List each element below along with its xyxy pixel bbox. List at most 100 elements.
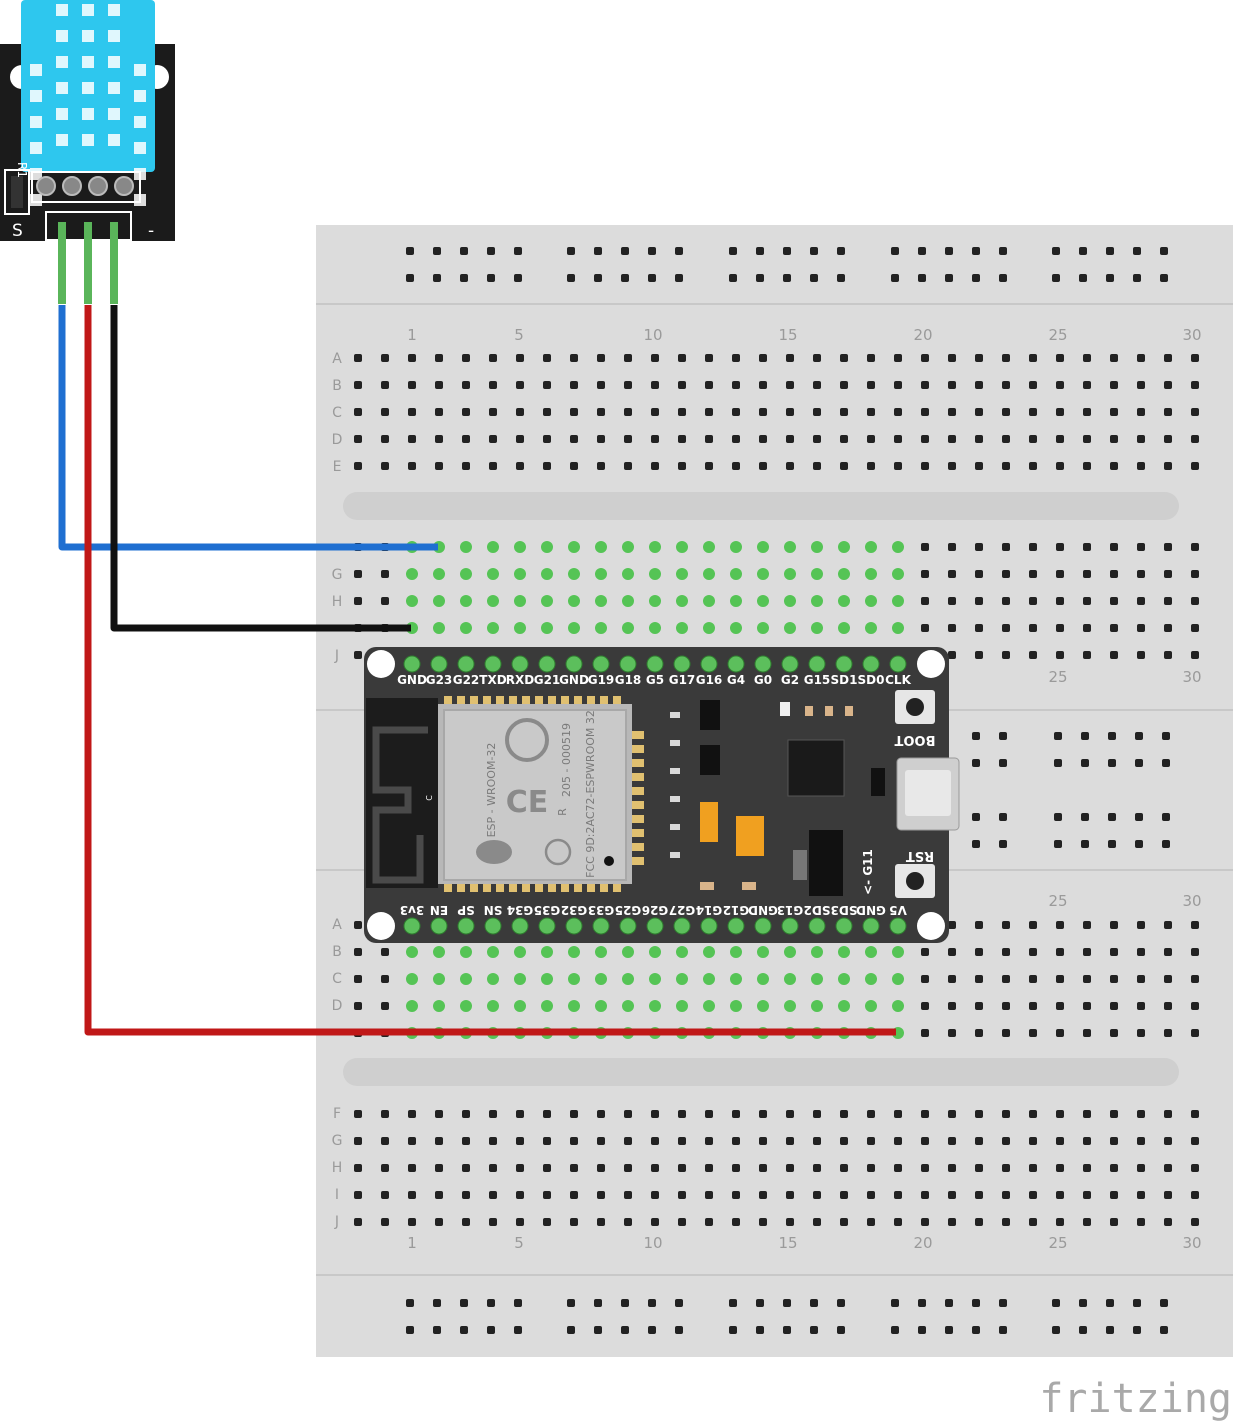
breadboard-hole[interactable] — [705, 435, 713, 443]
rail-hole[interactable] — [648, 1326, 656, 1334]
breadboard-hole[interactable] — [543, 354, 551, 362]
breadboard-hole[interactable] — [786, 408, 794, 416]
rail-hole[interactable] — [972, 247, 980, 255]
breadboard-hole[interactable] — [1002, 435, 1010, 443]
breadboard-hole[interactable] — [1108, 759, 1116, 767]
header-pin[interactable] — [754, 917, 772, 935]
breadboard-hole[interactable] — [435, 408, 443, 416]
breadboard-hole[interactable] — [1056, 651, 1064, 659]
breadboard-hole[interactable] — [867, 462, 875, 470]
breadboard-hole[interactable] — [921, 570, 929, 578]
breadboard-hole[interactable] — [516, 462, 524, 470]
breadboard-hole[interactable] — [1164, 1218, 1172, 1226]
rail-hole[interactable] — [810, 1299, 818, 1307]
breadboard-hole[interactable] — [435, 435, 443, 443]
rail-hole[interactable] — [1052, 1299, 1060, 1307]
breadboard-hole[interactable] — [516, 381, 524, 389]
breadboard-hole[interactable] — [1137, 435, 1145, 443]
header-pin[interactable] — [862, 917, 880, 935]
breadboard-hole[interactable] — [894, 462, 902, 470]
rail-hole[interactable] — [972, 1299, 980, 1307]
breadboard-hole[interactable] — [651, 1218, 659, 1226]
breadboard-hole[interactable] — [1110, 354, 1118, 362]
breadboard-hole[interactable] — [570, 1137, 578, 1145]
breadboard-hole[interactable] — [1164, 1110, 1172, 1118]
breadboard-hole[interactable] — [1083, 1218, 1091, 1226]
breadboard-hole[interactable] — [462, 1218, 470, 1226]
breadboard-hole[interactable] — [975, 921, 983, 929]
breadboard-hole[interactable] — [570, 1164, 578, 1172]
breadboard-hole[interactable] — [1056, 948, 1064, 956]
breadboard-hole[interactable] — [1056, 1029, 1064, 1037]
breadboard-hole[interactable] — [1083, 1002, 1091, 1010]
rail-hole[interactable] — [514, 274, 522, 282]
breadboard-hole[interactable] — [921, 435, 929, 443]
breadboard-hole[interactable] — [867, 354, 875, 362]
breadboard-hole[interactable] — [489, 1137, 497, 1145]
breadboard-hole[interactable] — [948, 462, 956, 470]
breadboard-hole[interactable] — [732, 408, 740, 416]
breadboard-hole[interactable] — [1137, 1002, 1145, 1010]
rail-hole[interactable] — [810, 274, 818, 282]
breadboard-hole[interactable] — [732, 381, 740, 389]
breadboard-hole[interactable] — [597, 381, 605, 389]
reset-button-cap[interactable] — [906, 872, 924, 890]
header-pin[interactable] — [835, 655, 853, 673]
rail-hole[interactable] — [487, 1299, 495, 1307]
breadboard-hole[interactable] — [921, 1110, 929, 1118]
breadboard-hole[interactable] — [1137, 921, 1145, 929]
breadboard-hole[interactable] — [1110, 1002, 1118, 1010]
rail-hole[interactable] — [999, 247, 1007, 255]
header-pin[interactable] — [484, 655, 502, 673]
breadboard-hole[interactable] — [1002, 1029, 1010, 1037]
breadboard-hole[interactable] — [840, 1191, 848, 1199]
breadboard-hole[interactable] — [651, 408, 659, 416]
breadboard-hole[interactable] — [786, 1191, 794, 1199]
rail-hole[interactable] — [594, 247, 602, 255]
rail-hole[interactable] — [783, 1326, 791, 1334]
breadboard-hole[interactable] — [1108, 813, 1116, 821]
breadboard-hole[interactable] — [1029, 1029, 1037, 1037]
breadboard-hole[interactable] — [1029, 624, 1037, 632]
breadboard-hole[interactable] — [921, 1218, 929, 1226]
rail-hole[interactable] — [1052, 274, 1060, 282]
breadboard-hole[interactable] — [786, 435, 794, 443]
breadboard-hole[interactable] — [516, 1164, 524, 1172]
header-pin[interactable] — [484, 917, 502, 935]
breadboard-hole[interactable] — [435, 1110, 443, 1118]
breadboard-hole[interactable] — [1164, 1164, 1172, 1172]
breadboard-hole[interactable] — [1191, 381, 1199, 389]
breadboard-hole[interactable] — [489, 354, 497, 362]
breadboard-hole[interactable] — [1056, 1191, 1064, 1199]
breadboard-hole[interactable] — [570, 408, 578, 416]
breadboard-hole[interactable] — [1110, 1218, 1118, 1226]
breadboard-hole[interactable] — [651, 1191, 659, 1199]
breadboard-hole[interactable] — [1029, 1137, 1037, 1145]
breadboard-hole[interactable] — [1191, 1002, 1199, 1010]
header-pin[interactable] — [511, 655, 529, 673]
header-pin[interactable] — [457, 655, 475, 673]
breadboard-hole[interactable] — [1110, 1137, 1118, 1145]
breadboard-hole[interactable] — [354, 381, 362, 389]
breadboard-hole[interactable] — [1137, 1164, 1145, 1172]
breadboard-hole[interactable] — [999, 759, 1007, 767]
breadboard-hole[interactable] — [381, 462, 389, 470]
breadboard-hole[interactable] — [1083, 543, 1091, 551]
breadboard-hole[interactable] — [1110, 624, 1118, 632]
breadboard-hole[interactable] — [570, 1218, 578, 1226]
breadboard-hole[interactable] — [975, 1029, 983, 1037]
breadboard-hole[interactable] — [1029, 921, 1037, 929]
breadboard-hole[interactable] — [354, 354, 362, 362]
breadboard-hole[interactable] — [948, 1191, 956, 1199]
breadboard-hole[interactable] — [354, 948, 362, 956]
rail-hole[interactable] — [621, 1326, 629, 1334]
breadboard-hole[interactable] — [1029, 948, 1037, 956]
breadboard-hole[interactable] — [408, 462, 416, 470]
rail-hole[interactable] — [406, 247, 414, 255]
breadboard-hole[interactable] — [759, 1137, 767, 1145]
rail-hole[interactable] — [406, 274, 414, 282]
rail-hole[interactable] — [756, 274, 764, 282]
rail-hole[interactable] — [945, 1326, 953, 1334]
breadboard-hole[interactable] — [867, 381, 875, 389]
breadboard-hole[interactable] — [624, 1137, 632, 1145]
